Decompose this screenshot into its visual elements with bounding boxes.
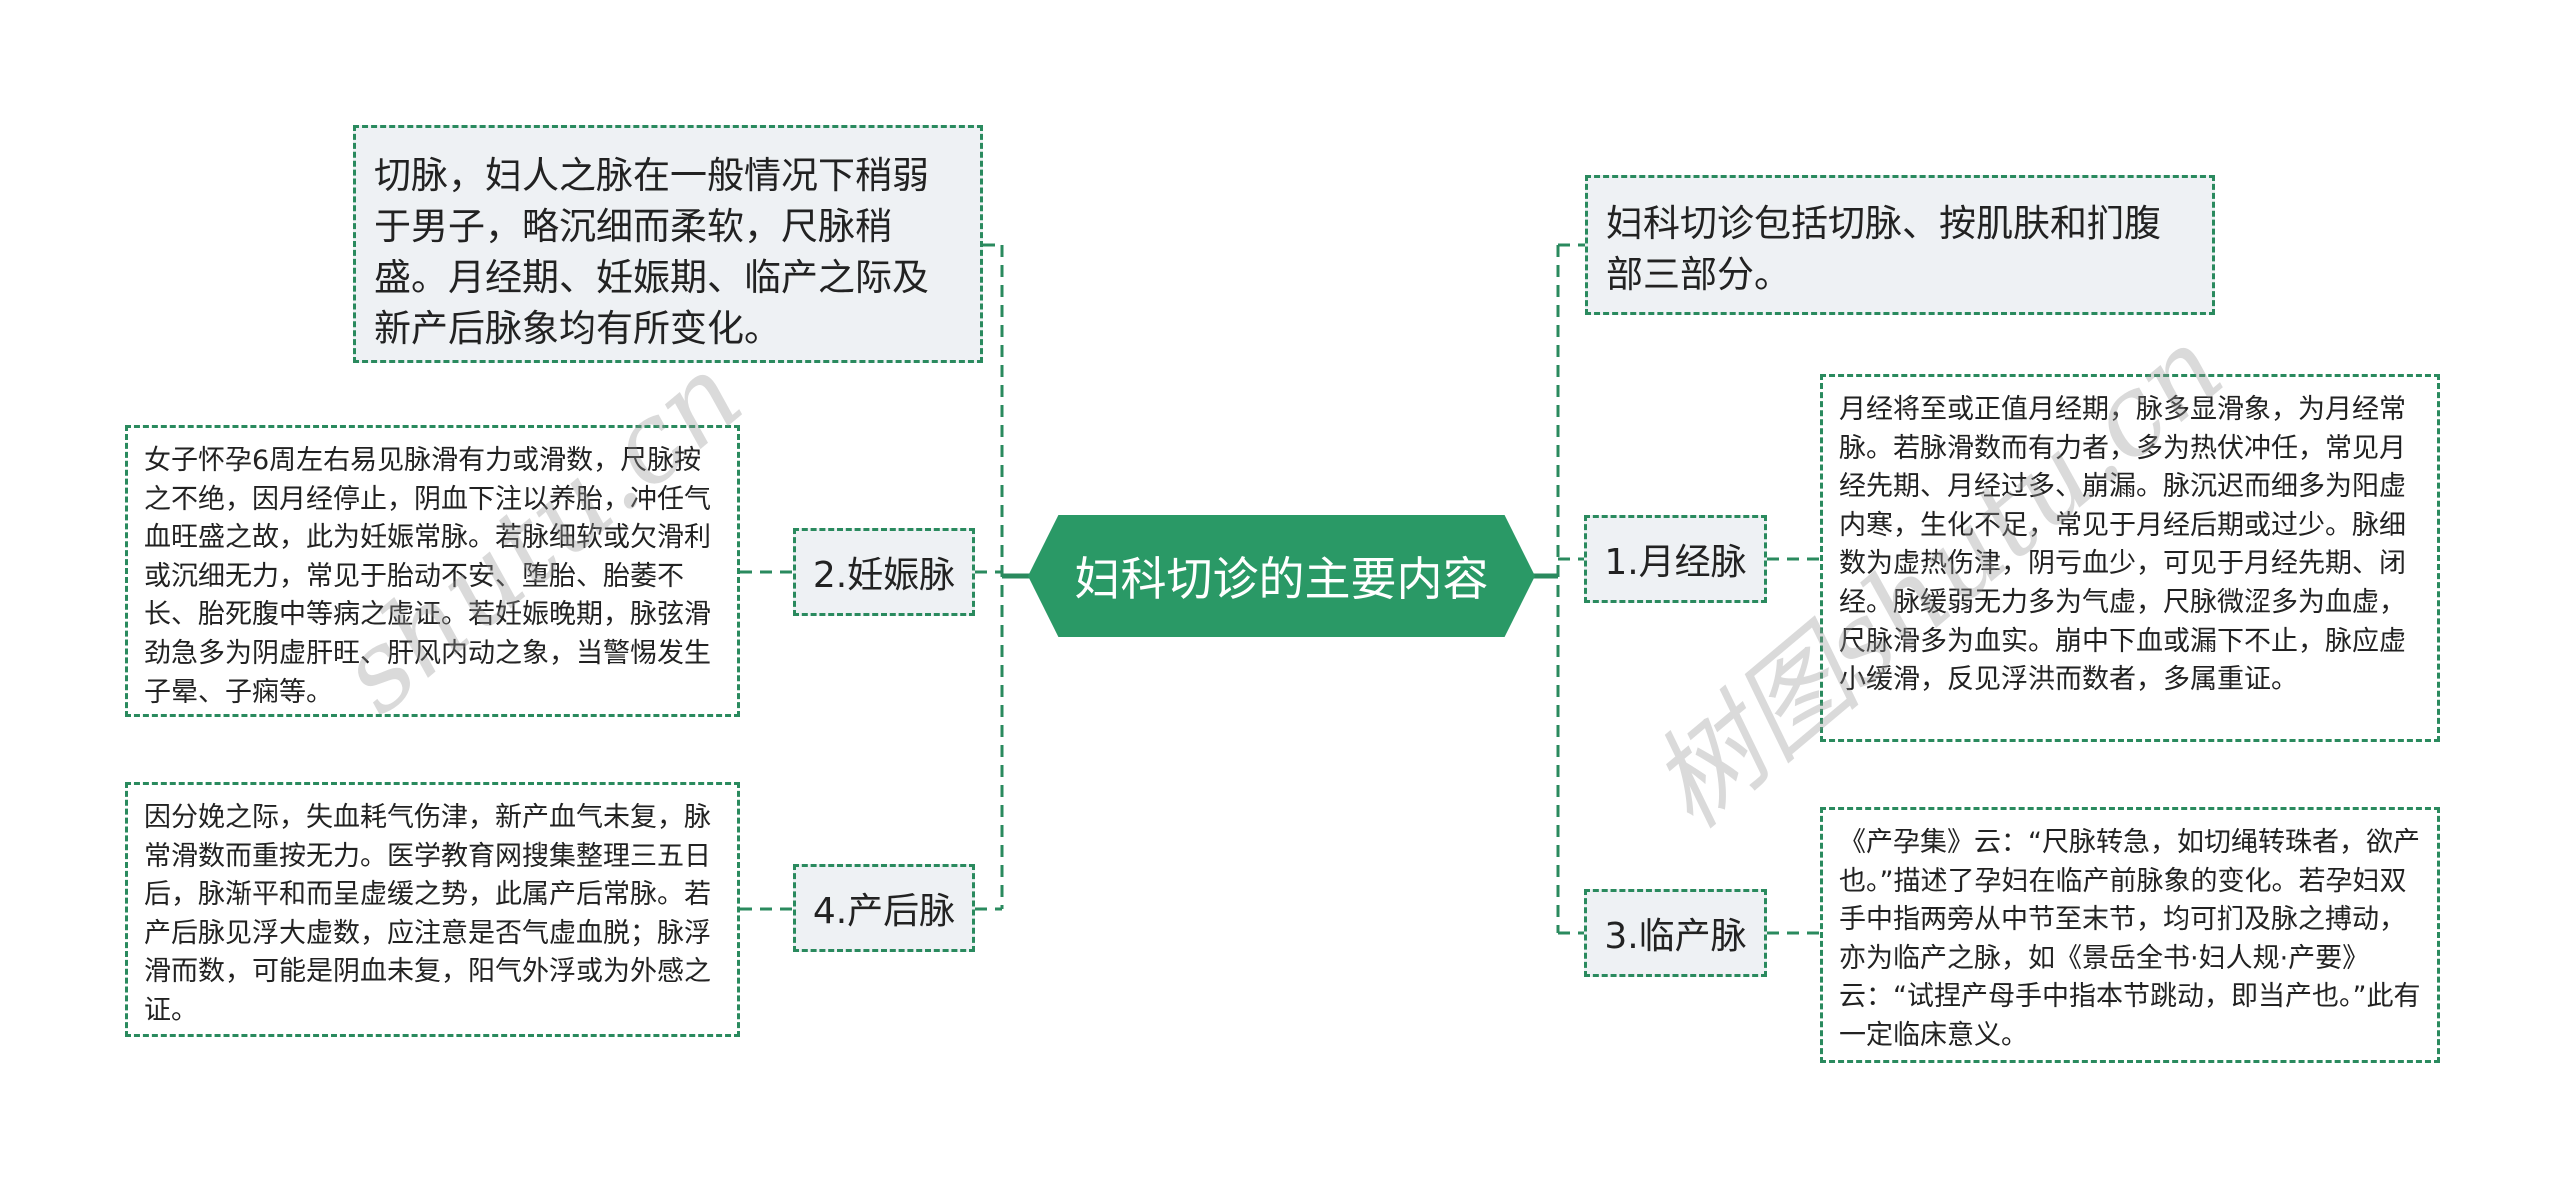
note-left-intro[interactable]: 切脉，妇人之脉在一般情况下稍弱于男子，略沉细而柔软，尺脉稍盛。月经期、妊娠期、临…: [353, 125, 983, 363]
note-text: 妇科切诊包括切脉、按肌肤和扪腹部三部分。: [1606, 202, 2161, 296]
central-topic-label: 妇科切诊的主要内容: [1074, 552, 1489, 606]
topic-pregnancy-pulse[interactable]: 2.妊娠脉: [793, 528, 975, 616]
note-text: 切脉，妇人之脉在一般情况下稍弱于男子，略沉细而柔软，尺脉稍盛。月经期、妊娠期、临…: [374, 154, 929, 350]
note-pregnancy-pulse[interactable]: 女子怀孕6周左右易见脉滑有力或滑数，尺脉按之不绝，因月经停止，阴血下注以养胎，冲…: [125, 425, 740, 717]
note-text: 月经将至或正值月经期，脉多显滑象，为月经常脉。若脉滑数而有力者，多为热伏冲任，常…: [1839, 394, 2406, 696]
topic-label: 2.妊娠脉: [812, 555, 956, 596]
note-right-intro[interactable]: 妇科切诊包括切脉、按肌肤和扪腹部三部分。: [1585, 175, 2215, 315]
note-text: 《产孕集》云：“尺脉转急，如切绳转珠者，欲产也。”描述了孕妇在临产前脉象的变化。…: [1839, 827, 2421, 1051]
note-text: 因分娩之际，失血耗气伤津，新产血气未复，脉常滑数而重按无力。医学教育网搜集整理三…: [144, 802, 711, 1026]
central-topic[interactable]: 妇科切诊的主要内容: [1028, 515, 1535, 637]
topic-menstrual-pulse[interactable]: 1.月经脉: [1584, 515, 1767, 603]
topic-label: 3.临产脉: [1604, 916, 1747, 957]
note-text: 女子怀孕6周左右易见脉滑有力或滑数，尺脉按之不绝，因月经停止，阴血下注以养胎，冲…: [144, 445, 711, 708]
note-labor-pulse[interactable]: 《产孕集》云：“尺脉转急，如切绳转珠者，欲产也。”描述了孕妇在临产前脉象的变化。…: [1820, 807, 2440, 1063]
note-postpartum-pulse[interactable]: 因分娩之际，失血耗气伤津，新产血气未复，脉常滑数而重按无力。医学教育网搜集整理三…: [125, 782, 740, 1037]
topic-label: 4.产后脉: [812, 891, 956, 932]
note-menstrual-pulse[interactable]: 月经将至或正值月经期，脉多显滑象，为月经常脉。若脉滑数而有力者，多为热伏冲任，常…: [1820, 374, 2440, 742]
topic-label: 1.月经脉: [1604, 542, 1747, 583]
topic-labor-pulse[interactable]: 3.临产脉: [1584, 889, 1767, 977]
topic-postpartum-pulse[interactable]: 4.产后脉: [793, 864, 975, 952]
